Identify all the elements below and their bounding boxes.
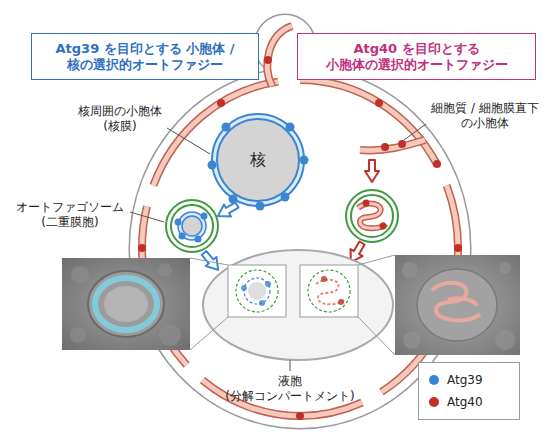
node-text: Atg39 を目印とする 小胞体 / 核の選択的オートファジー xyxy=(38,41,252,73)
nuclear-er-label: 核周囲の小胞体 (核膜) xyxy=(70,104,170,134)
legend-row: Atg39 xyxy=(429,369,509,391)
autophagosome-label: オートファゴソーム (二重膜胞) xyxy=(10,200,130,230)
node-text: Atg40 を目印とする 小胞体の選択的オートファジー xyxy=(304,41,529,73)
legend-swatch xyxy=(429,397,439,407)
cortical-er-label: 細胞質 / 細胞膜直下 の小胞体 xyxy=(420,101,550,131)
vacuole-label: 液胞 (分解コンパートメント) xyxy=(220,374,360,404)
header-box: Atg39 を目印とする 小胞体 / 核の選択的オートファジー xyxy=(31,33,259,80)
node-text: 核 xyxy=(250,151,266,169)
em-photo-left xyxy=(62,258,228,350)
autophagosome-left xyxy=(166,200,218,252)
nuclear-envelope xyxy=(208,114,309,211)
autophagosome-right xyxy=(346,190,398,242)
nucleus-circle: 核 xyxy=(216,118,300,202)
em-photo-right xyxy=(358,255,520,355)
legend-text: Atg39 xyxy=(447,372,483,388)
vacuole xyxy=(203,250,393,360)
legend-box: Atg39Atg40 xyxy=(418,362,520,420)
atg40-dots xyxy=(138,56,462,420)
legend-row: Atg40 xyxy=(429,391,509,413)
cortical-er xyxy=(142,26,458,416)
legend-text: Atg40 xyxy=(447,394,483,410)
legend-swatch xyxy=(429,375,439,385)
header-box: Atg40 を目印とする 小胞体の選択的オートファジー xyxy=(297,33,536,80)
